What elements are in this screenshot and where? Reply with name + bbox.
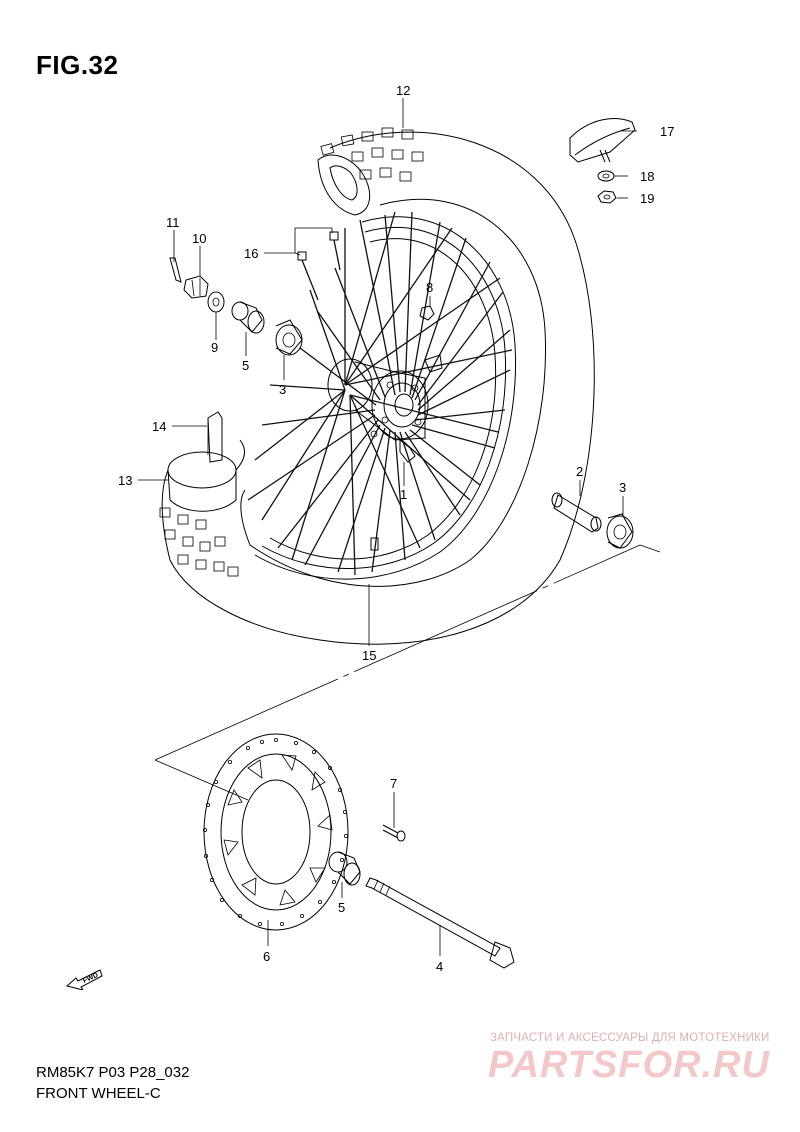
callout-18: 18 bbox=[640, 169, 654, 184]
callout-2: 2 bbox=[576, 464, 583, 479]
rim-lock-nut bbox=[597, 190, 617, 204]
callout-16: 16 bbox=[244, 246, 258, 261]
callout-3-right: 3 bbox=[619, 480, 626, 495]
bearing-top bbox=[275, 319, 303, 356]
callout-9: 9 bbox=[211, 340, 218, 355]
callout-numbers: 12 17 18 19 11 10 16 8 9 5 3 14 13 1 2 3… bbox=[118, 83, 674, 974]
callout-7: 7 bbox=[390, 776, 397, 791]
tire-cross-section-top bbox=[317, 154, 371, 216]
spoke-nut bbox=[419, 305, 435, 321]
bearing-right bbox=[606, 513, 634, 549]
collar-bottom bbox=[328, 851, 361, 886]
spoke-nipples bbox=[297, 231, 341, 301]
figure-title: FIG.32 bbox=[36, 50, 119, 80]
disc-holes bbox=[202, 738, 348, 927]
callout-13: 13 bbox=[118, 473, 132, 488]
rim-lock-washer bbox=[597, 170, 615, 182]
rim-band bbox=[207, 411, 223, 463]
rim bbox=[254, 216, 517, 580]
fwd-label: FWD bbox=[82, 972, 99, 985]
callout-10: 10 bbox=[192, 231, 206, 246]
watermark-logo: PARTSFOR.RU bbox=[488, 1044, 770, 1086]
spacer bbox=[551, 492, 602, 533]
model-code: RM85K7 P03 P28_032 bbox=[36, 1064, 190, 1081]
disc-bolt bbox=[382, 824, 406, 842]
section-name: FRONT WHEEL-C bbox=[36, 1085, 161, 1102]
spokes bbox=[247, 211, 513, 576]
callout-6: 6 bbox=[263, 949, 270, 964]
cotter-pin bbox=[169, 257, 182, 283]
callout-1: 1 bbox=[400, 487, 407, 502]
exploded-view-boundary bbox=[154, 544, 661, 801]
washer bbox=[207, 291, 225, 313]
callout-12: 12 bbox=[396, 83, 410, 98]
collar-top bbox=[231, 301, 265, 334]
castle-nut bbox=[183, 275, 209, 299]
callout-19: 19 bbox=[640, 191, 654, 206]
callout-3-top: 3 bbox=[279, 382, 286, 397]
watermark-tagline: ЗАПЧАСТИ И АКСЕССУАРЫ ДЛЯ МОТОТЕХНИКИ bbox=[490, 1032, 770, 1044]
callout-5-top: 5 bbox=[242, 358, 249, 373]
fwd-arrow-icon: FWD bbox=[65, 969, 103, 990]
axle bbox=[365, 877, 515, 969]
callout-14: 14 bbox=[152, 419, 166, 434]
callout-11: 11 bbox=[166, 215, 180, 230]
hub bbox=[327, 354, 443, 463]
tube-cross-section bbox=[167, 439, 246, 512]
callout-4: 4 bbox=[436, 959, 443, 974]
tread-knobs-top bbox=[320, 127, 424, 182]
rim-lock bbox=[569, 118, 636, 163]
callout-15: 15 bbox=[362, 648, 376, 663]
callout-8: 8 bbox=[426, 280, 433, 295]
callout-5-bottom: 5 bbox=[338, 900, 345, 915]
callout-17: 17 bbox=[660, 124, 674, 139]
disc-slots bbox=[223, 754, 333, 906]
tread-knobs-bottom bbox=[159, 507, 239, 577]
leader-lines bbox=[138, 98, 637, 956]
brake-disc bbox=[202, 733, 349, 931]
valve-stem-at-rim bbox=[370, 537, 379, 551]
tire bbox=[159, 127, 595, 645]
